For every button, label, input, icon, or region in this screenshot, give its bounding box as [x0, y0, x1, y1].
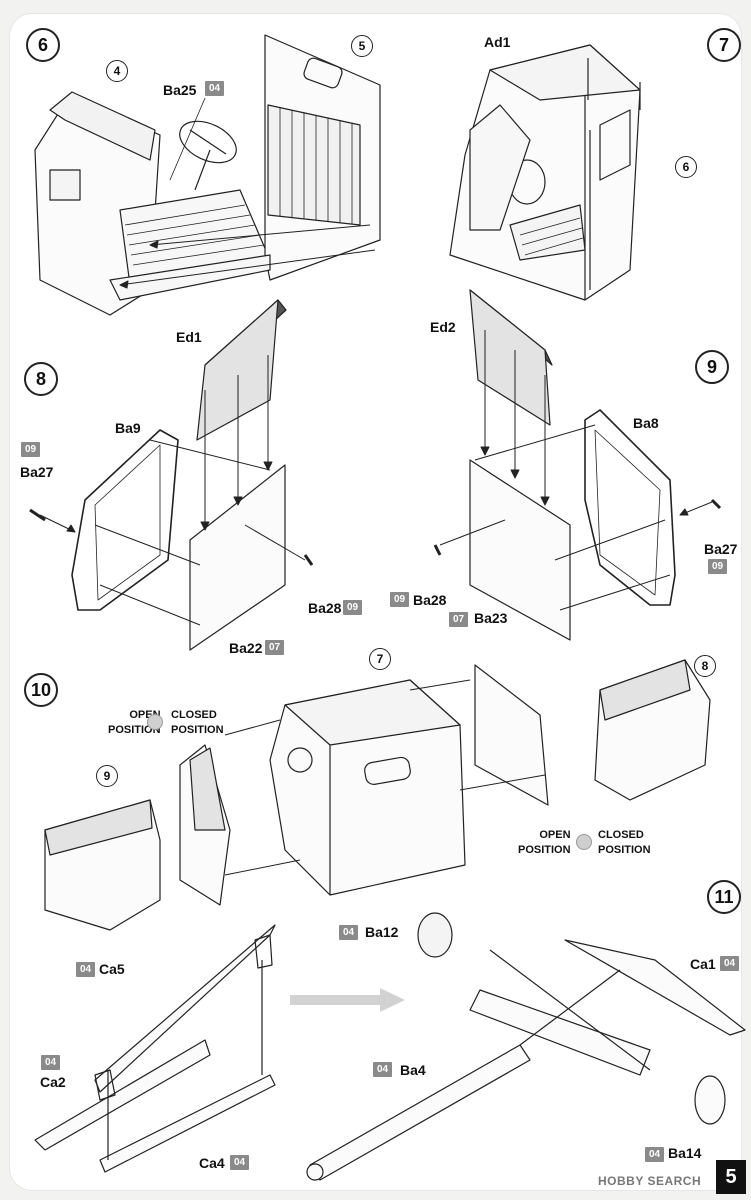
step-8: 8	[24, 362, 58, 396]
part-label-ca4: Ca4	[199, 1155, 225, 1171]
step6-cab-interior	[34, 34, 381, 316]
part-label-ca5: Ca5	[99, 961, 125, 977]
right-open-position: OPEN POSITION	[518, 829, 571, 856]
callout-part-9: 9	[96, 765, 118, 787]
step-11: 11	[707, 880, 741, 914]
step-9: 9	[695, 350, 729, 384]
position-toggle-icon-left	[147, 714, 163, 730]
callout-part-7: 7	[369, 648, 391, 670]
color-code-ba25: 04	[205, 81, 225, 96]
part-label-ba28-right: Ba28	[413, 592, 447, 608]
step-7: 7	[707, 28, 741, 62]
part-label-ba23: Ba23	[474, 610, 508, 626]
part-label-ba27-right: Ba27	[704, 541, 738, 557]
color-code-ba12: 04	[339, 925, 359, 940]
part-label-ca1: Ca1	[690, 956, 716, 972]
right-closed-position: CLOSED POSITION	[598, 829, 651, 856]
color-code-ca2: 04	[41, 1055, 61, 1070]
color-code-ba27-right: 09	[708, 559, 728, 574]
step-6: 6	[26, 28, 60, 62]
part-label-ad1: Ad1	[484, 34, 511, 50]
color-code-ca4: 04	[230, 1155, 250, 1170]
step11-chassis-parts	[34, 912, 746, 1181]
part-label-ba22: Ba22	[229, 640, 263, 656]
color-code-ca1: 04	[720, 956, 740, 971]
part-label-ed2: Ed2	[430, 319, 456, 335]
part-label-ba4: Ba4	[400, 1062, 426, 1078]
step-10: 10	[24, 673, 58, 707]
color-code-ba28-left: 09	[343, 600, 363, 615]
part-label-ba12: Ba12	[365, 924, 399, 940]
watermark-brand: HOBBY SEARCH	[598, 1174, 702, 1188]
part-label-ba9: Ba9	[115, 420, 141, 436]
callout-part-8: 8	[694, 655, 716, 677]
page-number: 5	[716, 1160, 746, 1194]
callout-part-5: 5	[351, 35, 373, 57]
position-toggle-icon-right	[576, 834, 592, 850]
part-label-ba14: Ba14	[668, 1145, 702, 1161]
color-code-ba27-left: 09	[21, 442, 41, 457]
color-code-ca5: 04	[76, 962, 96, 977]
part-label-ba8: Ba8	[633, 415, 659, 431]
part-label-ed1: Ed1	[176, 329, 202, 345]
step9-right-door	[433, 289, 722, 641]
color-code-ba14: 04	[645, 1147, 665, 1162]
part-label-ba28-left: Ba28	[308, 600, 342, 616]
step10-cab-with-doors	[44, 659, 711, 931]
color-code-ba4: 04	[373, 1062, 393, 1077]
color-code-ba22: 07	[265, 640, 285, 655]
part-label-ba27-left: Ba27	[20, 464, 54, 480]
callout-part-6: 6	[675, 156, 697, 178]
color-code-ba28-right: 09	[390, 592, 410, 607]
step8-left-door	[29, 299, 314, 651]
part-label-ba25: Ba25	[163, 82, 197, 98]
step7-cab-with-roof	[449, 44, 641, 301]
part-label-ca2: Ca2	[40, 1074, 66, 1090]
callout-part-4: 4	[106, 60, 128, 82]
left-closed-position: CLOSED POSITION	[171, 709, 224, 736]
color-code-ba23: 07	[449, 612, 469, 627]
